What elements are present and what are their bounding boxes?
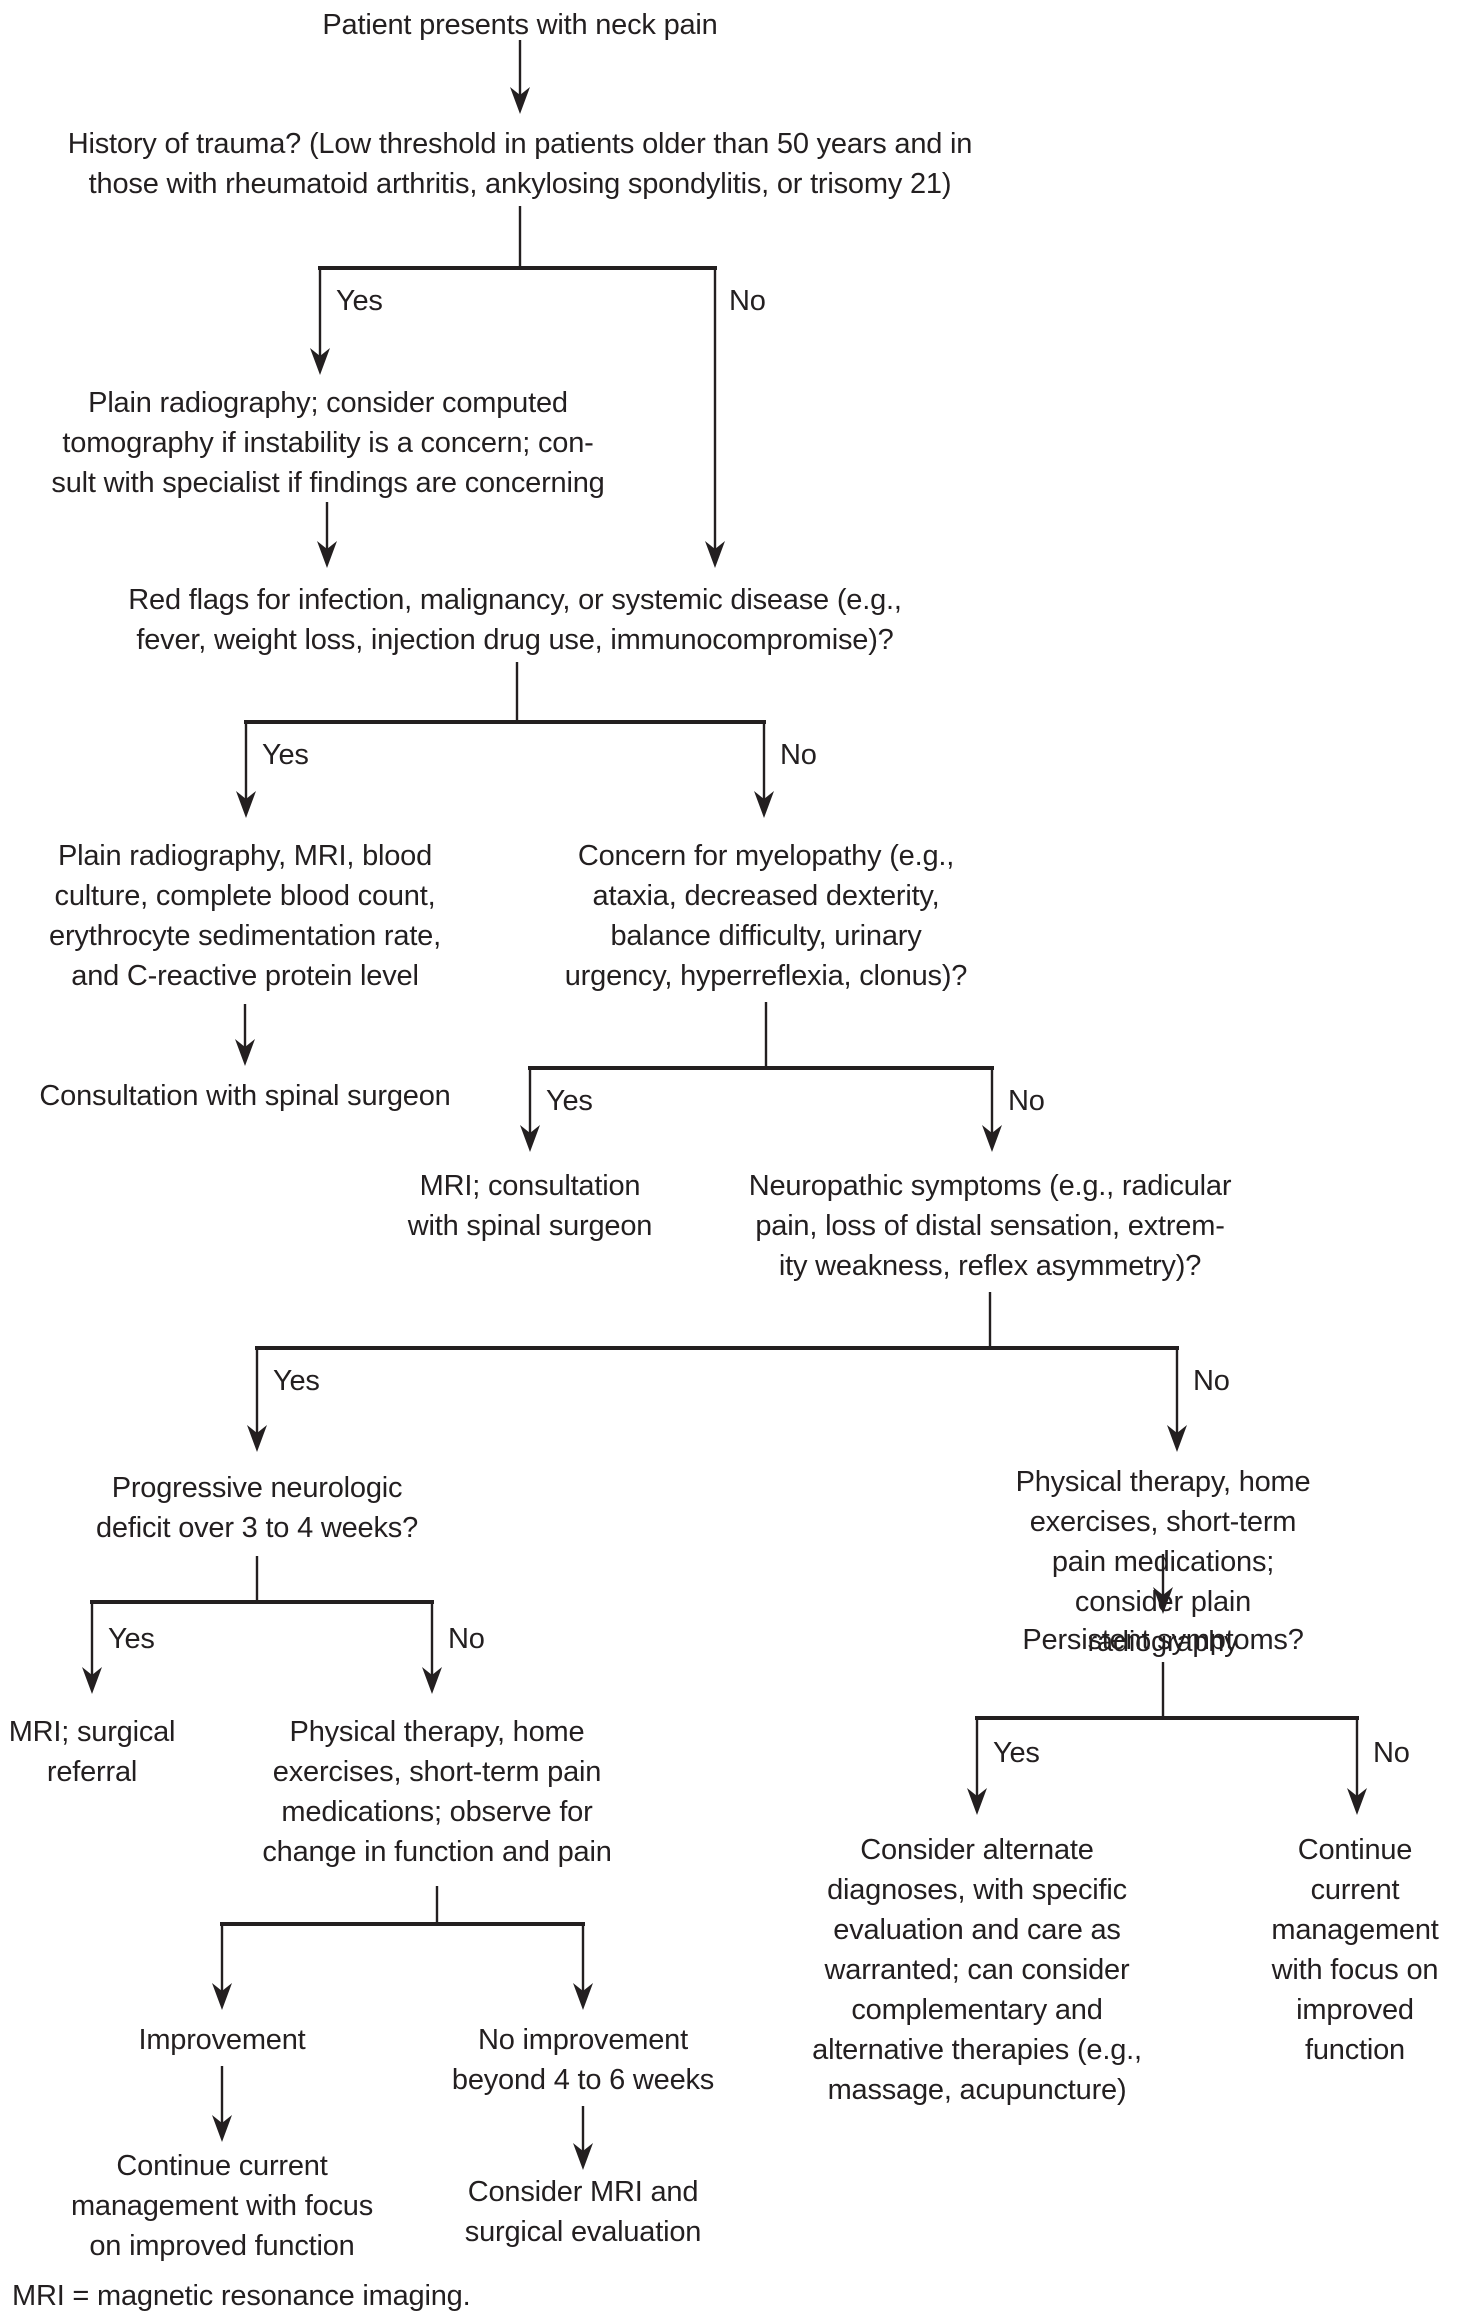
node-consultation-spinal-surgeon: Consultation with spinal surgeon (39, 1080, 451, 1112)
arrowhead-pt-to-persistent (1153, 1587, 1173, 1614)
decision-history-of-trauma: History of trauma? (Low threshold in pat… (67, 128, 973, 200)
footnote-mri-abbreviation: MRI = magnetic resonance imaging. (12, 2280, 471, 2312)
node-continue-management-left: Continue current management with focus o… (70, 2150, 374, 2262)
label-neuropathic-yes: Yes (273, 1365, 320, 1397)
arrowhead-redflags-yes (236, 791, 256, 818)
label-myelopathy-no: No (1008, 1085, 1045, 1117)
arrowhead-myelopathy-no (982, 1125, 1002, 1152)
decision-red-flags: Red flags for infection, malignancy, or … (128, 584, 902, 656)
label-trauma-no: No (729, 285, 766, 317)
label-progressive-no: No (448, 1623, 485, 1655)
arrowhead-observe-noimprovement (573, 1983, 593, 2010)
node-continue-management-right: Continue current management with focus o… (1271, 1834, 1439, 2066)
arrowhead-noimprovement-to-mri (573, 2143, 593, 2170)
node-patient-presents: Patient presents with neck pain (322, 9, 718, 41)
arrowhead-myelopathy-yes (520, 1125, 540, 1152)
node-pt-consider-radiography: Physical therapy, home exercises, short-… (1015, 1466, 1311, 1658)
node-plain-radiography-ct: Plain radiography; consider computed tom… (51, 387, 605, 499)
label-myelopathy-yes: Yes (546, 1085, 593, 1117)
label-trauma-yes: Yes (336, 285, 383, 317)
label-progressive-yes: Yes (108, 1623, 155, 1655)
decision-neuropathic-symptoms: Neuropathic symptoms (e.g., radicular pa… (748, 1170, 1232, 1282)
decision-progressive-deficit: Progressive neurologic deficit over 3 to… (95, 1472, 419, 1544)
node-consider-mri-surgical: Consider MRI and surgical evaluation (464, 2176, 702, 2248)
label-persistent-yes: Yes (993, 1737, 1040, 1769)
node-labs-workup: Plain radiography, MRI, blood culture, c… (49, 840, 441, 992)
arrowhead-trauma-no (705, 541, 725, 568)
arrowhead-labs-to-consult (235, 1039, 255, 1066)
arrowhead-persistent-no (1347, 1788, 1367, 1815)
label-redflags-yes: Yes (262, 739, 309, 771)
node-improvement: Improvement (138, 2024, 306, 2056)
node-pt-observe: Physical therapy, home exercises, short-… (262, 1716, 612, 1868)
arrowhead-redflags-no (754, 791, 774, 818)
label-redflags-no: No (780, 739, 817, 771)
arrowhead-start-to-trauma (510, 87, 530, 114)
node-mri-surgical-referral: MRI; surgical referral (8, 1716, 176, 1788)
arrowhead-radiography-to-redflags (317, 541, 337, 568)
node-mri-consultation: MRI; consultation with spinal surgeon (407, 1170, 653, 1242)
arrowhead-trauma-yes (310, 348, 330, 375)
arrowhead-progressive-no (422, 1667, 442, 1694)
arrowhead-improvement-to-continue (212, 2115, 232, 2142)
arrowhead-neuropathic-yes (247, 1425, 267, 1452)
arrowhead-persistent-yes (967, 1788, 987, 1815)
arrowhead-neuropathic-no (1167, 1425, 1187, 1452)
arrowhead-observe-improvement (212, 1983, 232, 2010)
arrowhead-progressive-yes (82, 1667, 102, 1694)
label-persistent-no: No (1373, 1737, 1410, 1769)
decision-persistent-symptoms: Persistent symptoms? (1022, 1624, 1304, 1656)
node-consider-alternate-diagnoses: Consider alternate diagnoses, with speci… (812, 1834, 1142, 2106)
node-no-improvement: No improvement beyond 4 to 6 weeks (451, 2024, 715, 2096)
decision-myelopathy: Concern for myelopathy (e.g., ataxia, de… (564, 840, 968, 992)
label-neuropathic-no: No (1193, 1365, 1230, 1397)
